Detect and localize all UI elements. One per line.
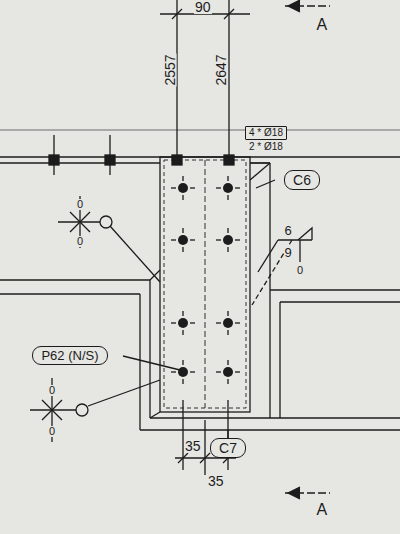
tag-text: C7 — [219, 441, 237, 455]
part-tag: C7 — [210, 438, 246, 458]
section-mark: A — [316, 502, 329, 518]
weld-size: 0 — [296, 265, 304, 276]
weld-size: 0 — [76, 199, 84, 210]
hole-callout: 4 * Ø18 — [245, 126, 287, 140]
weld-size: 6 — [284, 224, 293, 237]
tag-text: P62 (N/S) — [41, 349, 98, 362]
grid-coordinate: 2647 — [213, 53, 227, 86]
weld-length: 9 — [284, 246, 293, 259]
tag-text: 4 * Ø18 — [249, 128, 283, 138]
weld-size: 0 — [48, 385, 56, 396]
weld-size: 0 — [76, 236, 84, 247]
weld-size: 0 — [48, 426, 56, 437]
hole-callout: 2 * Ø18 — [248, 142, 284, 152]
dimension: 35 — [184, 439, 202, 453]
dimension: 35 — [207, 474, 225, 488]
tag-text: C6 — [293, 173, 311, 187]
dimension: 90 — [194, 0, 212, 14]
grid-coordinate: 2557 — [162, 53, 176, 86]
part-tag: C6 — [284, 170, 320, 190]
part-tag: P62 (N/S) — [32, 346, 107, 365]
section-mark: A — [316, 17, 329, 33]
